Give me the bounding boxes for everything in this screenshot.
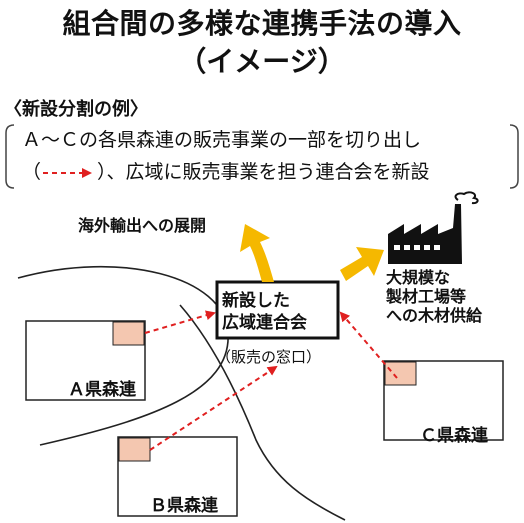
- factory-label-line: への木材供給: [386, 306, 483, 325]
- pref-a-cutout: [112, 321, 145, 346]
- overseas-arrow: [240, 224, 274, 282]
- factory-arrow: [340, 247, 384, 281]
- description-bracket-left: [5, 124, 15, 189]
- pref-b-label: Ｂ県森連: [150, 496, 218, 516]
- factory-supply-label: 大規模な 製材工場等 への木材供給: [386, 268, 482, 325]
- description-line-2: （ ）、広域に販売事業を担う連合会を新設: [22, 157, 430, 184]
- new-federation-line: 広域連合会: [222, 313, 307, 333]
- description-bracket-right: [509, 124, 519, 189]
- description-open-paren: （: [22, 161, 42, 183]
- factory-icon: [388, 191, 479, 264]
- page-subtitle: （イメージ）: [178, 45, 346, 78]
- description-rest: ）、広域に販売事業を担う連合会を新設: [97, 161, 430, 183]
- new-federation-label: 新設した 広域連合会: [222, 290, 307, 334]
- pref-b-box: [117, 436, 238, 517]
- dashed-arrow-a: [144, 310, 216, 334]
- pref-b-cutout: [118, 437, 151, 462]
- factory-label-line: 大規模な: [386, 268, 451, 287]
- example-heading: 〈新設分割の例〉: [4, 99, 148, 120]
- page-title: 組合間の多様な連携手法の導入: [62, 7, 462, 40]
- pref-c-cutout: [384, 361, 417, 386]
- new-federation-box: [215, 280, 340, 340]
- pref-c-label: Ｃ県森連: [420, 426, 488, 446]
- factory-label-line: 製材工場等: [386, 287, 467, 306]
- new-federation-line: 新設した: [222, 291, 290, 311]
- overseas-export-label: 海外輸出への展開: [78, 216, 207, 235]
- region-boundary-right: [179, 304, 346, 521]
- description-line-1: Ａ～Ｃの各県森連の販売事業の一部を切り出し: [22, 129, 422, 151]
- pref-a-label: Ａ県森連: [68, 380, 136, 400]
- sales-window-label: （販売の窓口）: [216, 348, 322, 366]
- dashed-arrow-legend: [43, 167, 93, 178]
- dashed-arrow-b: [149, 365, 278, 451]
